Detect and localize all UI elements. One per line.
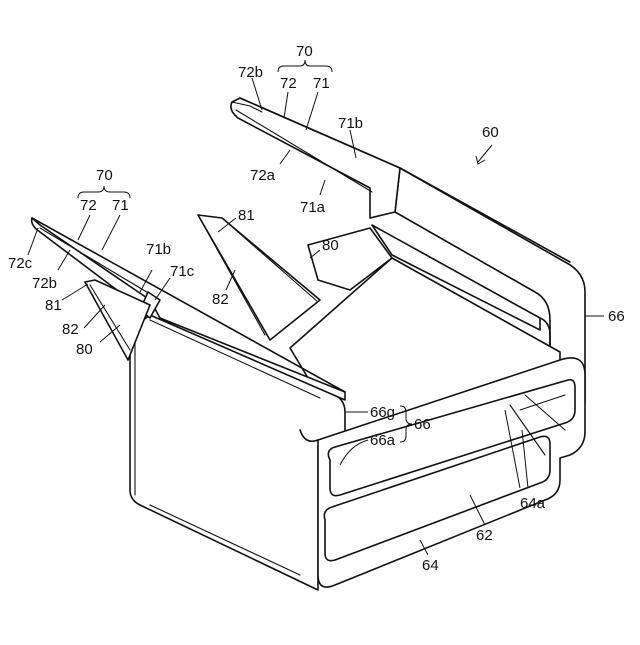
lead-71a: [320, 180, 325, 195]
label-72b-left: 72b: [32, 275, 57, 292]
label-72b-right: 72b: [238, 64, 263, 81]
label-70-left: 70: [96, 167, 113, 184]
lead-72-left: [78, 215, 90, 240]
label-71b-left: 71b: [146, 241, 171, 258]
label-72a: 72a: [250, 167, 276, 184]
lead-71b-left: [140, 270, 152, 292]
label-60: 60: [482, 124, 499, 141]
lead-71-left: [102, 215, 120, 250]
label-66: 66: [414, 416, 431, 433]
lead-72b-left: [58, 250, 70, 270]
lead-82-left: [84, 305, 105, 328]
label-71b-right: 71b: [338, 115, 363, 132]
label-70-right: 70: [296, 43, 313, 60]
lead-72-right: [284, 92, 288, 118]
arrow-60-head: [476, 156, 485, 164]
label-82-center: 82: [212, 291, 229, 308]
label-71-right: 71: [313, 75, 330, 92]
label-66g: 66g: [370, 404, 395, 421]
label-72-right: 72: [280, 75, 297, 92]
label-82-left: 82: [62, 321, 79, 338]
lead-72a: [280, 150, 290, 164]
label-71a: 71a: [300, 199, 326, 216]
label-66a: 66a: [370, 432, 396, 449]
arrow-60: [478, 145, 492, 162]
lead-81-left: [62, 284, 88, 300]
label-64a: 64a: [520, 495, 546, 512]
label-72-left: 72: [80, 197, 97, 214]
label-71c: 71c: [170, 263, 195, 280]
label-62: 62: [476, 527, 493, 544]
label-80-center: 80: [322, 237, 339, 254]
label-72c: 72c: [8, 255, 33, 272]
lead-72c: [28, 228, 38, 255]
lead-71-right: [306, 92, 318, 130]
label-80-left: 80: [76, 341, 93, 358]
lead-71c: [155, 278, 170, 300]
label-71-left: 71: [112, 197, 129, 214]
label-81-left: 81: [45, 297, 62, 314]
brace-70-right: [278, 60, 332, 72]
label-66-right: 66: [608, 308, 625, 325]
label-64: 64: [422, 557, 439, 574]
label-81-center: 81: [238, 207, 255, 224]
